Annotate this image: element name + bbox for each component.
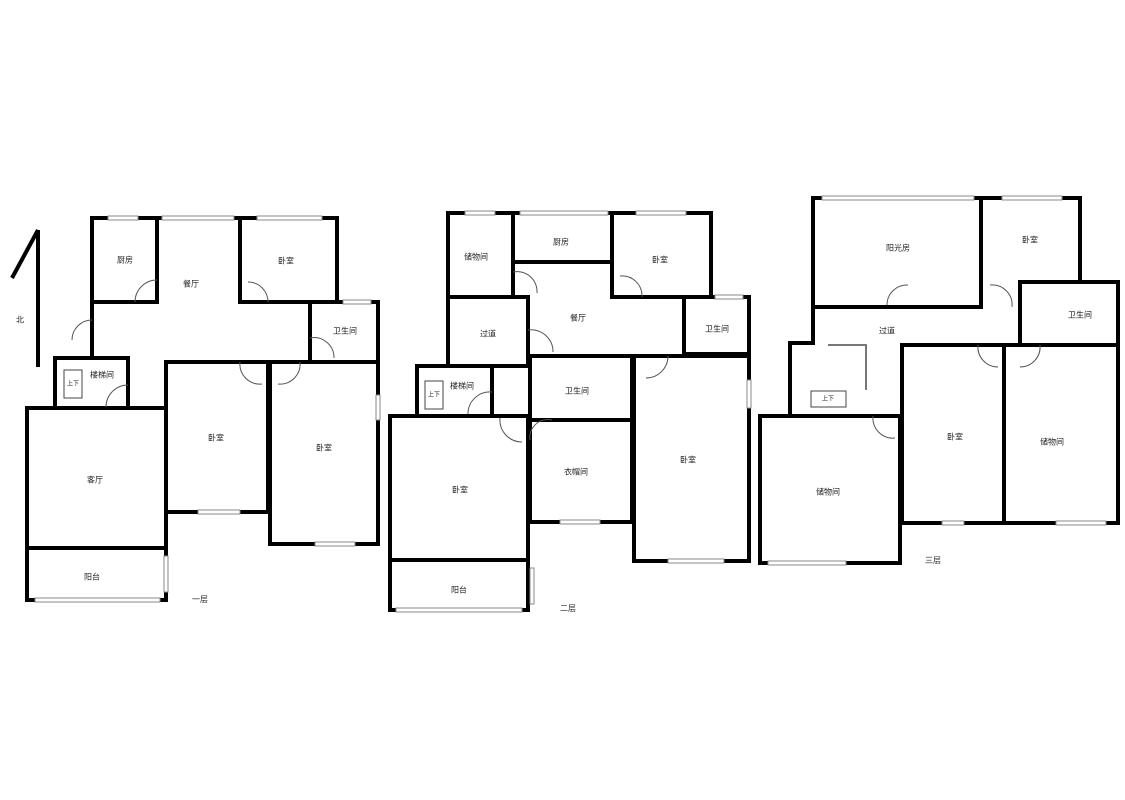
floor-3: 上下 阳光房 卧室 过道 卫生间 卧室 储物间 储物间 三层 (758, 195, 1120, 566)
floor-label: 一层 (192, 595, 208, 604)
walls (388, 211, 751, 612)
room-label: 卧室 (278, 256, 294, 266)
room-label: 过道 (480, 329, 496, 339)
windows (34, 215, 381, 603)
doors (467, 271, 669, 443)
floor-1: 上下 厨房 餐厅 卧室 卫生间 楼梯间 客厅 卧室 卧室 阳台 一层 (25, 215, 381, 604)
stair-icon: 上下 (810, 390, 847, 408)
room-label: 卫生间 (333, 326, 357, 336)
room-label: 卧室 (452, 485, 468, 495)
room-label: 卧室 (680, 455, 696, 465)
walls (758, 196, 1120, 565)
room-label: 阳台 (84, 572, 100, 582)
floor-2: 上下 储物间 厨房 卧室 餐厅 过道 卫生间 楼梯间 卫生间 卧室 衣帽间 卧室… (388, 210, 752, 613)
room-label: 楼梯间 (90, 370, 114, 380)
floor-label: 三层 (925, 556, 941, 565)
room-label: 衣帽间 (564, 467, 588, 477)
room-label: 卫生间 (565, 386, 589, 396)
room-label: 厨房 (117, 255, 133, 265)
svg-text:上下: 上下 (67, 380, 79, 388)
room-label: 厨房 (553, 237, 569, 247)
north-label: 北 (16, 316, 24, 325)
doors (71, 279, 335, 408)
room-label: 楼梯间 (450, 381, 474, 391)
room-label: 卫生间 (705, 324, 729, 334)
room-label: 储物间 (816, 487, 840, 497)
room-label: 卧室 (652, 255, 668, 265)
windows (395, 210, 752, 613)
svg-text:上下: 上下 (822, 395, 834, 403)
room-label: 卧室 (1022, 235, 1038, 245)
room-label: 卫生间 (1068, 310, 1092, 320)
room-label: 过道 (879, 326, 895, 336)
room-label: 客厅 (87, 475, 103, 485)
stair-icon: 上下 (424, 380, 444, 410)
room-label: 储物间 (464, 252, 488, 262)
stair-icon: 上下 (63, 369, 83, 399)
room-label: 卧室 (208, 433, 224, 443)
room-label: 餐厅 (570, 314, 586, 323)
windows (767, 195, 1107, 566)
room-label: 阳光房 (886, 243, 910, 253)
doors (872, 284, 1041, 439)
floor-label: 二层 (560, 604, 576, 613)
north-arrow-icon (10, 229, 40, 367)
svg-text:上下: 上下 (428, 391, 440, 399)
room-label: 卧室 (947, 432, 963, 442)
room-label: 储物间 (1040, 437, 1064, 447)
room-label: 阳台 (451, 585, 467, 595)
room-label: 卧室 (316, 443, 332, 453)
room-label: 餐厅 (183, 280, 199, 289)
